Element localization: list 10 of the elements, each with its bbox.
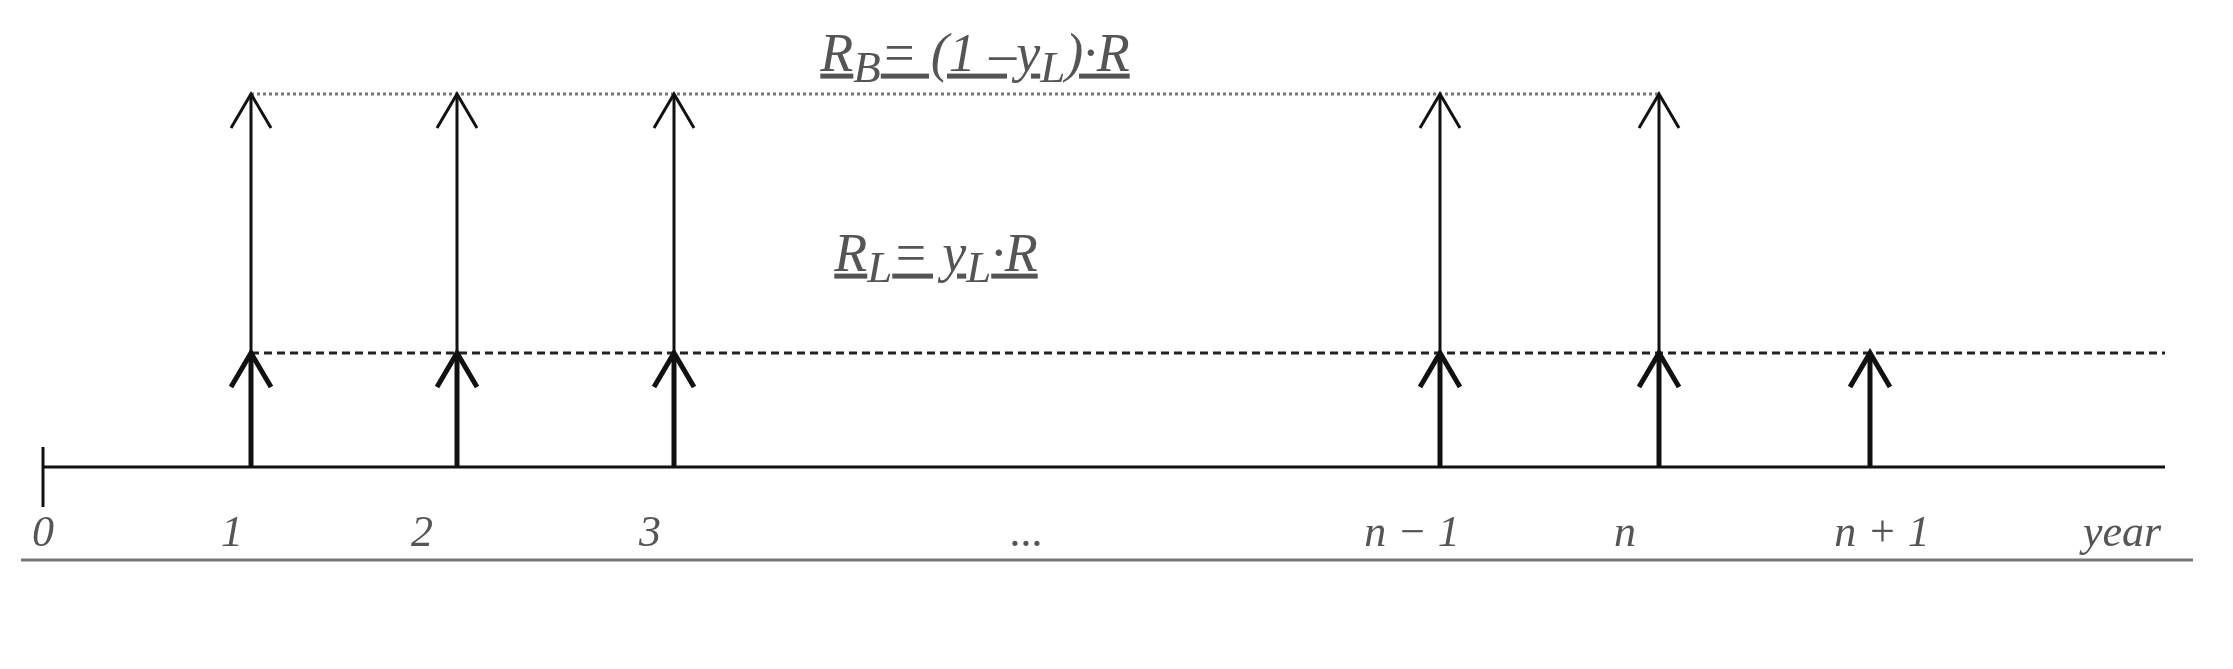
- axis-label: 1: [221, 510, 243, 554]
- formula: R$_{L}$= y$_{L}$·R: [834, 225, 1038, 291]
- axis-label: 0: [32, 510, 54, 554]
- formula: R$_{B}$= (1 –y$_{L}$)·R: [820, 25, 1130, 91]
- axis-label: n: [1614, 510, 1636, 554]
- axis-label: ...: [1010, 510, 1044, 554]
- axis-label: 2: [411, 510, 433, 554]
- axis-label: n − 1: [1364, 510, 1460, 554]
- axis-label: 3: [639, 510, 661, 554]
- axis-label: n + 1: [1834, 510, 1930, 554]
